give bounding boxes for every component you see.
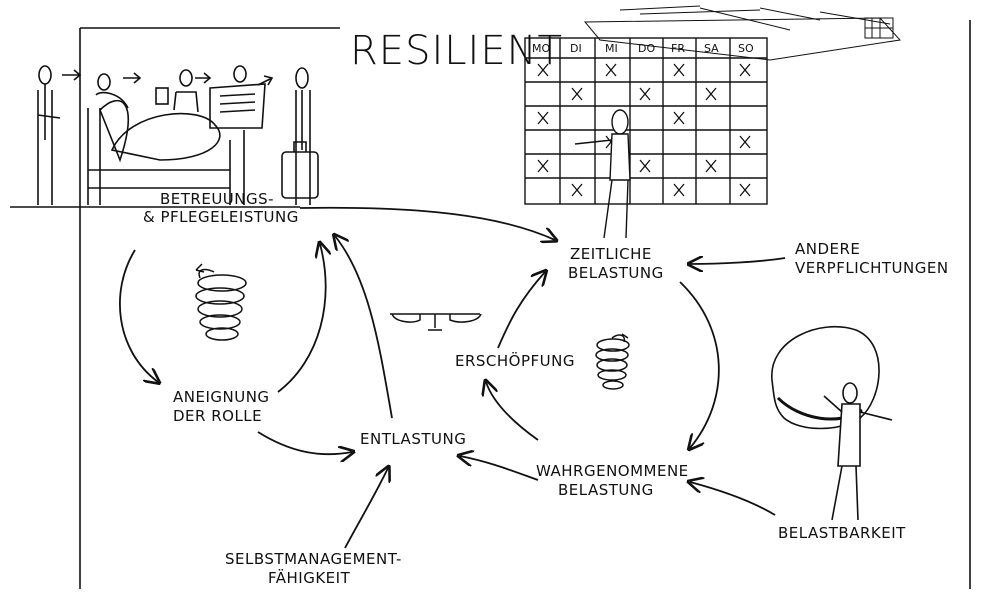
calendar-day-mo: MO	[532, 42, 551, 55]
node-zeitliche-line2: BELASTUNG	[568, 264, 664, 282]
node-belastbarkeit: BELASTBARKEIT	[778, 524, 906, 542]
node-wahrgenommene-line2: BELASTUNG	[558, 481, 654, 499]
arrow-entlastung-to-betreuung	[335, 236, 393, 419]
calendar-day-do: DO	[638, 42, 656, 55]
node-aneignung-line1: ANEIGNUNG	[173, 388, 270, 406]
spiral-spring-icon	[595, 333, 630, 390]
calendar-day-mi: MI	[605, 42, 618, 55]
frame	[10, 20, 971, 589]
node-betreuung-line1: BETREUUNGS-	[160, 190, 275, 208]
node-andere-line1: ANDERE	[795, 240, 861, 258]
diagram-title: RESILIENT	[350, 28, 563, 74]
arrow-andere-to-zeitliche	[690, 258, 786, 264]
person-bed-icon	[37, 65, 319, 205]
node-andere-line2: VERPFLICHTUNGEN	[795, 259, 949, 277]
calendar-day-fr: FR	[671, 42, 685, 55]
calendar-icon	[524, 5, 901, 239]
arrow-belastbarkeit-to-wahrgenommene	[690, 482, 776, 516]
spiral-spring-icon	[195, 263, 247, 341]
arrow-aneignung-to-betreuung	[277, 244, 326, 393]
boulder-carrier-icon	[771, 325, 893, 521]
arrow-aneignung-to-entlastung	[257, 431, 352, 454]
arrow-wahrgenommene-to-erschoepfung	[486, 382, 539, 441]
arrow-selbst-to-entlastung	[344, 468, 388, 549]
node-selbst-line2: FÄHIGKEIT	[268, 569, 351, 587]
arrow-wahrgenommene-to-entlastung	[460, 456, 539, 481]
node-erschoepfung: ERSCHÖPFUNG	[455, 352, 575, 370]
arrow-erschoepfung-to-zeitliche	[497, 272, 545, 349]
node-betreuung-line2: & PFLEGELEISTUNG	[143, 208, 299, 226]
node-entlastung: ENTLASTUNG	[360, 430, 467, 448]
node-wahrgenommene-line1: WAHRGENOMMENE	[536, 462, 689, 480]
calendar-day-di: DI	[570, 42, 582, 55]
arrow-betreuung-to-zeitliche	[299, 206, 555, 240]
node-aneignung-line2: DER ROLLE	[173, 407, 263, 425]
node-selbst-line1: SELBSTMANAGEMENT-	[225, 550, 402, 568]
arrow-zeitliche-to-wahrgenommene	[679, 281, 720, 448]
calendar-day-so: SO	[738, 42, 754, 55]
flow-arrows	[119, 206, 786, 549]
node-zeitliche-line1: ZEITLICHE	[570, 245, 652, 263]
arrow-betreuung-to-aneignung	[119, 249, 158, 382]
balance-scale-icon	[390, 313, 482, 331]
calendar-day-sa: SA	[704, 42, 719, 55]
